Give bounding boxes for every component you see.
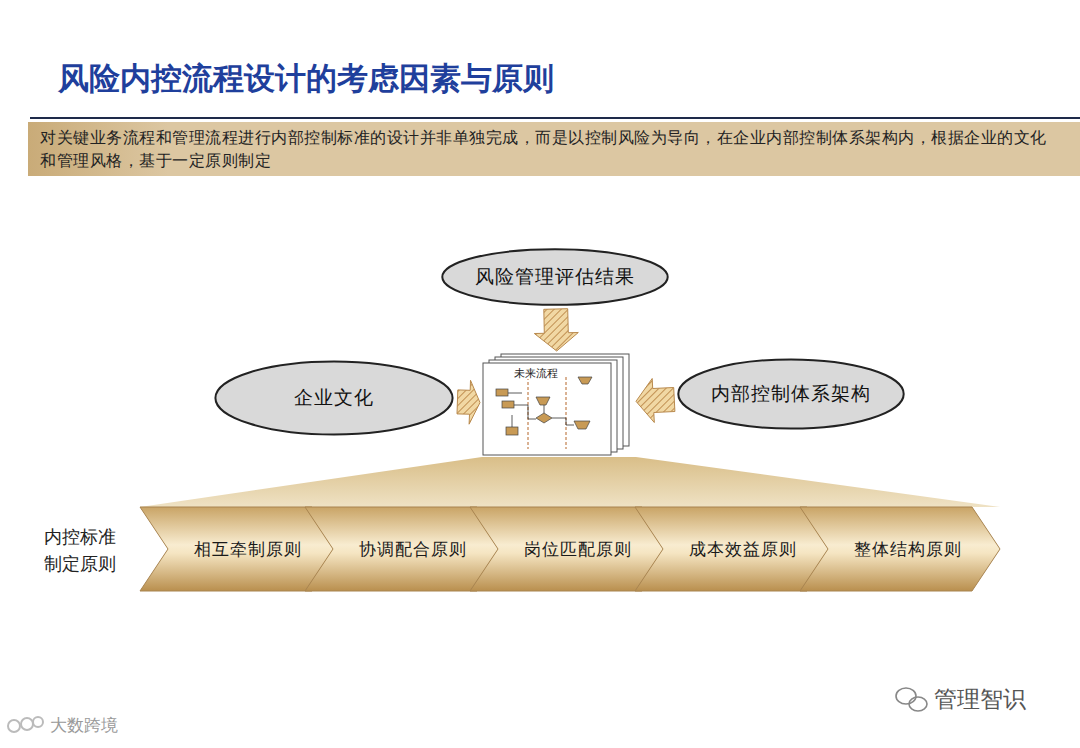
chevron-outline [800, 507, 1000, 591]
process-document: 未来流程 [482, 353, 634, 457]
intro-band: 对关键业务流程和管理流程进行内部控制标准的设计并非单独完成，而是以控制风险为导向… [28, 122, 1080, 176]
watermark: 大数跨境 [50, 714, 118, 737]
factor-ellipse: 企业文化 [213, 360, 455, 436]
node-text: 岗位匹配原则 [524, 538, 632, 561]
flow-step [536, 397, 550, 405]
node-text: 未来流程 [512, 367, 560, 379]
logo-icon [8, 717, 43, 732]
flow-step [578, 377, 592, 384]
page-title: 风险内控流程设计的考虑因素与原则 [58, 58, 554, 100]
flow-lane [566, 377, 567, 449]
chevron-outline [305, 507, 505, 591]
page-sheet [483, 363, 611, 455]
block-arrow [534, 309, 578, 351]
principle-chevron: 整体结构原则 [800, 507, 1000, 591]
flow-step [496, 389, 508, 396]
flow-link [508, 393, 574, 427]
watermark: 管理智识 [934, 684, 1026, 715]
mini-flowchart [496, 377, 592, 449]
factor-ellipse: 风险管理评估结果 [440, 248, 670, 306]
chevron-outline [470, 507, 670, 591]
flow-step [502, 401, 514, 408]
factor-ellipse: 内部控制体系架构 [676, 358, 906, 430]
node-text: 成本效益原则 [689, 538, 797, 561]
principle-chevron: 协调配合原则 [305, 507, 505, 591]
node-text: 相互牵制原则 [194, 538, 302, 561]
node-text: 对关键业务流程和管理流程进行内部控制标准的设计并非单独完成，而是以控制风险为导向… [40, 126, 1060, 172]
node-text: 风险管理评估结果 [475, 264, 635, 290]
block-arrow [636, 379, 675, 423]
principle-chevron: 相互牵制原则 [140, 507, 340, 591]
block-arrow [457, 380, 480, 424]
node-text: 协调配合原则 [359, 538, 467, 561]
wechat-icon [896, 688, 927, 711]
ellipse-outline [678, 359, 903, 428]
row-label: 内控标准制定原则 [44, 524, 121, 578]
flow-decision [536, 413, 552, 423]
node-text: 企业文化 [294, 385, 374, 411]
ellipse-outline [442, 249, 667, 305]
chevron-outline [140, 507, 340, 591]
principle-chevron: 岗位匹配原则 [470, 507, 670, 591]
node-text: 内部控制体系架构 [711, 381, 871, 407]
flow-db [506, 427, 518, 435]
flow-step [574, 421, 590, 429]
chevron-outline [635, 507, 835, 591]
title-rule [30, 117, 1080, 119]
principle-chevron: 成本效益原则 [635, 507, 835, 591]
funnel-band [140, 457, 1000, 507]
node-text: 整体结构原则 [854, 538, 962, 561]
ellipse-outline [215, 362, 452, 435]
